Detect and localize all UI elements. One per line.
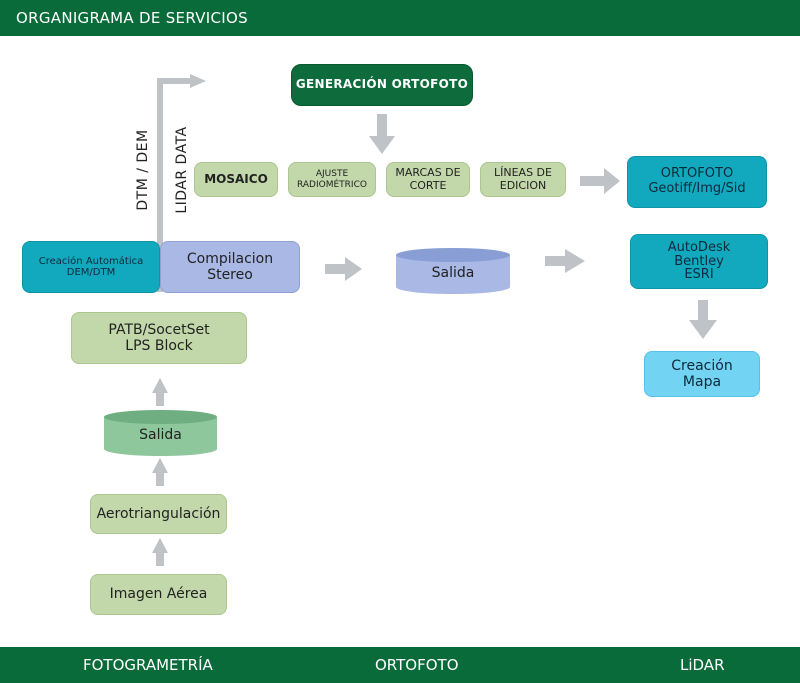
compilacion-stereo-node: Compilacion Stereo: [160, 241, 300, 293]
arrow-up-salida: [152, 378, 168, 393]
patb-node: PATB/SocetSet LPS Block: [71, 312, 247, 364]
footer-bar: FOTOGRAMETRÍA ORTOFOTO LiDAR: [0, 647, 800, 683]
salida-left-label: Salida: [139, 426, 182, 443]
creacion-automatica-node: Creación Automática DEM/DTM: [22, 241, 160, 293]
generacion-ortofoto-node: GENERACIÓN ORTOFOTO: [291, 64, 473, 106]
dtm-dem-label: DTM / DEM: [135, 129, 151, 211]
arrow-up-imagen: [152, 538, 168, 553]
aerotriangulacion-node: Aerotriangulación: [90, 494, 227, 534]
page-title: ORGANIGRAMA DE SERVICIOS: [16, 9, 248, 27]
lidar-data-label: LIDAR DATA: [174, 126, 190, 214]
header-bar: ORGANIGRAMA DE SERVICIOS: [0, 0, 800, 36]
marcas-corte-node: MARCAS DE CORTE: [386, 162, 470, 197]
footer-lidar: LiDAR: [680, 656, 725, 674]
autodesk-node: AutoDesk Bentley ESRI: [630, 234, 768, 289]
footer-fotogrametria: FOTOGRAMETRÍA: [83, 656, 213, 674]
lineas-edicion-node: LÍNEAS DE EDICION: [480, 162, 566, 197]
lidar-arrowhead: [190, 74, 206, 88]
ajuste-radiometrico-node: AJUSTE RADIOMÉTRICO: [288, 162, 376, 197]
arrow-down-ortofoto: [377, 114, 387, 138]
arrow-right-salida: [545, 256, 567, 266]
arrow-up-aerotri: [152, 458, 168, 473]
salida-right-cylinder: [396, 248, 510, 294]
arrow-right-compilacion: [325, 264, 347, 274]
arrow-down-autodesk: [698, 300, 708, 322]
salida-left-cylinder: [104, 410, 217, 456]
ortofoto-formats-node: ORTOFOTO Geotiff/Img/Sid: [627, 156, 767, 208]
arrow-right-ortofoto: [580, 176, 606, 186]
footer-ortofoto: ORTOFOTO: [375, 656, 459, 674]
salida-right-label: Salida: [431, 264, 475, 281]
imagen-aerea-node: Imagen Aérea: [90, 574, 227, 615]
mosaico-node: MOSAICO: [194, 162, 278, 197]
lidar-connector: [157, 78, 192, 292]
creacion-mapa-node: Creación Mapa: [644, 351, 760, 397]
